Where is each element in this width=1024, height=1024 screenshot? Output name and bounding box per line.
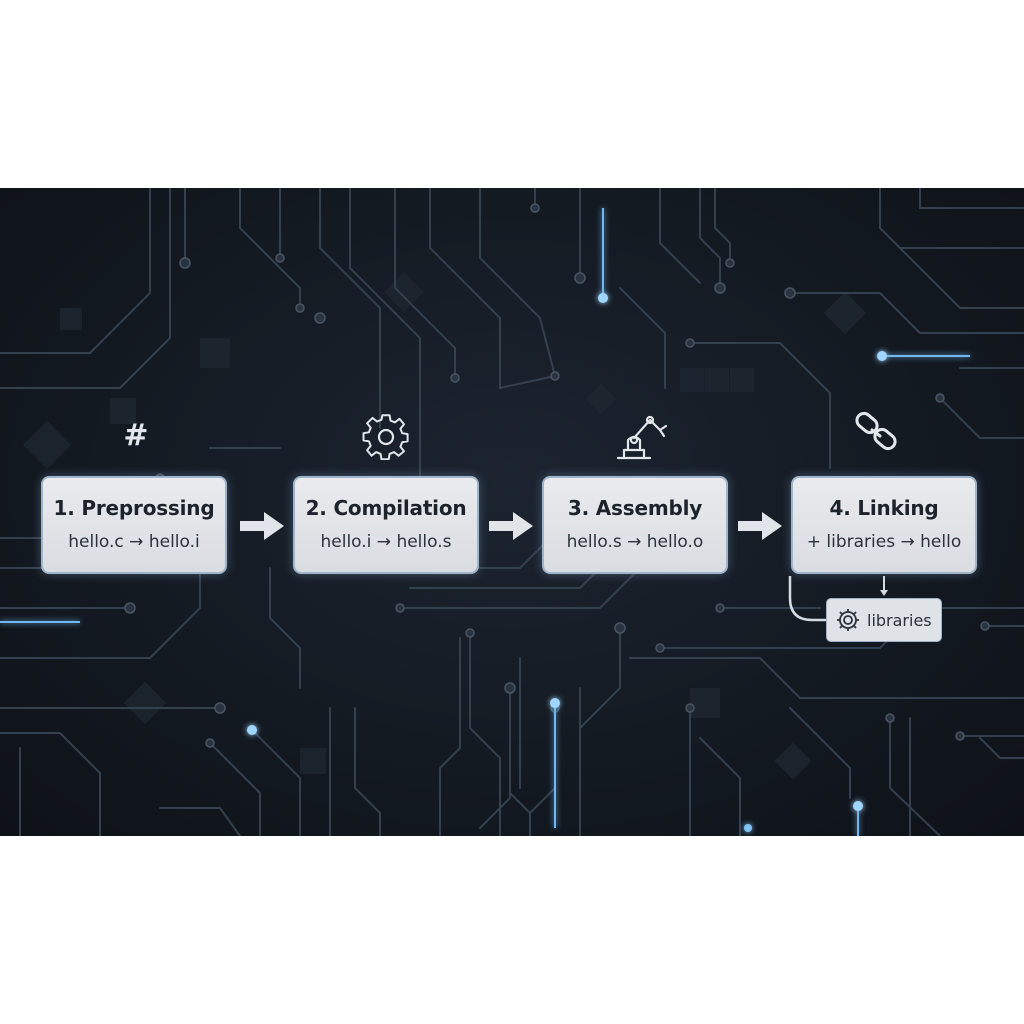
stage-title: 1. Preprossing bbox=[53, 496, 215, 520]
hash-icon: # bbox=[123, 418, 149, 453]
flow-arrow bbox=[240, 512, 284, 540]
gear-icon bbox=[837, 609, 859, 631]
stage-title: 4. Linking bbox=[829, 496, 939, 520]
libraries-box: libraries bbox=[826, 598, 942, 642]
flow-arrow bbox=[489, 512, 533, 540]
stage-compilation: 2. Compilation hello.i → hello.s bbox=[293, 476, 479, 574]
stage-assembly: 3. Assembly hello.s → hello.o bbox=[542, 476, 728, 574]
stage-preprocessing: 1. Preprossing hello.c → hello.i bbox=[41, 476, 227, 574]
chain-link-icon bbox=[855, 411, 897, 451]
stage-io: hello.i → hello.s bbox=[320, 532, 452, 552]
stage-title: 2. Compilation bbox=[305, 496, 467, 520]
libraries-label: libraries bbox=[867, 610, 932, 630]
stage-io: + libraries → hello bbox=[806, 532, 962, 552]
gear-icon bbox=[362, 414, 409, 460]
stage-title: 3. Assembly bbox=[567, 496, 703, 520]
flow-arrow bbox=[738, 512, 782, 540]
circuit-banner: # bbox=[0, 188, 1024, 836]
stage-io: hello.s → hello.o bbox=[566, 532, 704, 552]
stage-io: hello.c → hello.i bbox=[68, 532, 200, 552]
stage-linking: 4. Linking + libraries → hello bbox=[791, 476, 977, 574]
robot-arm-icon bbox=[616, 415, 668, 460]
circuit-background bbox=[0, 188, 1024, 836]
